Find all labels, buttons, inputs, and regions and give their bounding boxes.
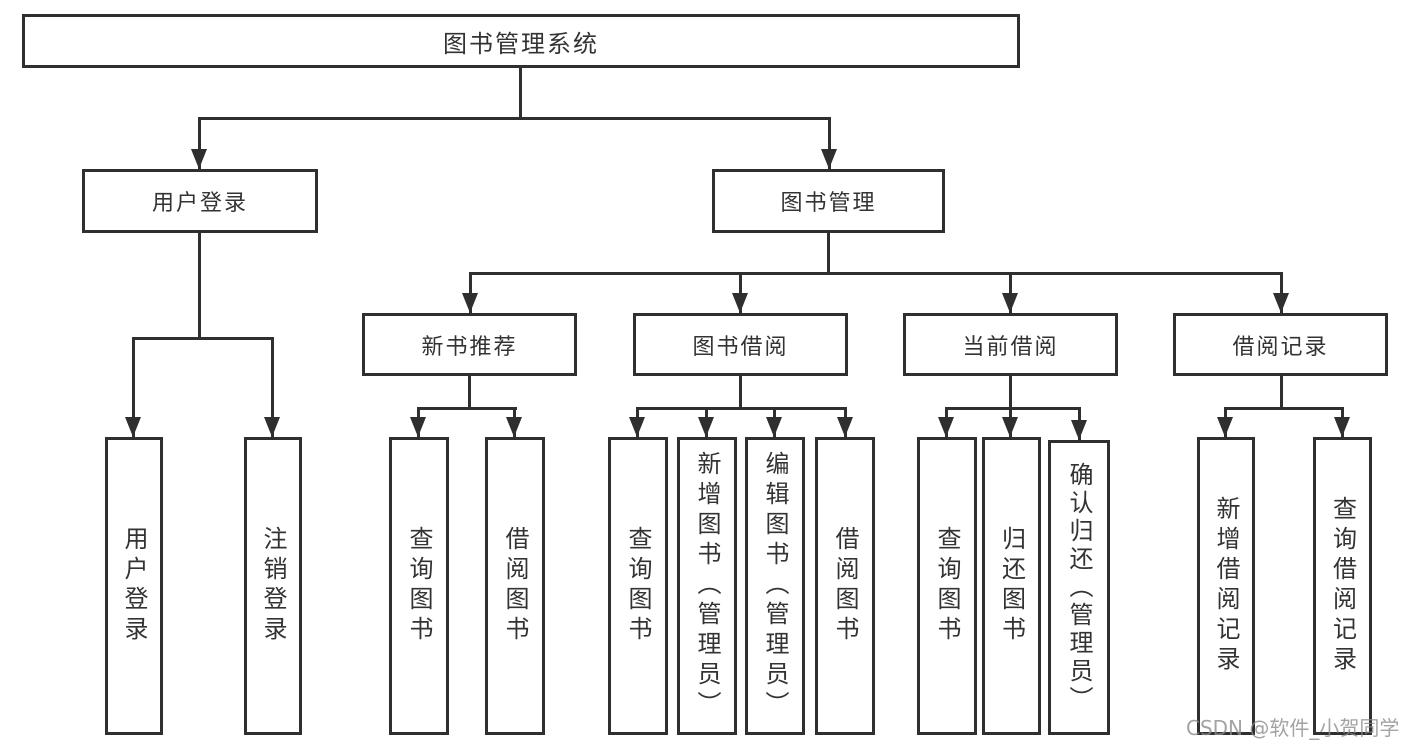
- connector-line: [132, 337, 274, 340]
- connector-line: [1009, 376, 1012, 407]
- node-cb-return: 归还图书: [982, 437, 1041, 735]
- node-login: 用户登录: [105, 437, 163, 735]
- node-borrow-records: 借阅记录: [1173, 313, 1388, 376]
- connector-line: [828, 117, 831, 169]
- connector-line: [198, 233, 201, 337]
- connector-line: [1280, 272, 1283, 313]
- arrowhead-down-icon: [837, 417, 853, 437]
- arrowhead-down-icon: [410, 417, 426, 437]
- node-nb-borrow: 借阅图书: [485, 437, 545, 735]
- connector-line: [519, 68, 522, 117]
- arrowhead-down-icon: [506, 417, 522, 437]
- node-current-borrow: 当前借阅: [903, 313, 1118, 376]
- node-new-books: 新书推荐: [362, 313, 577, 376]
- node-bb-query: 查询图书: [608, 437, 668, 735]
- csdn-watermark: CSDN @软件_小贺同学: [1186, 716, 1400, 740]
- connector-line: [417, 407, 517, 410]
- connector-line: [945, 407, 1081, 410]
- arrowhead-down-icon: [629, 417, 645, 437]
- arrowhead-down-icon: [1002, 417, 1018, 437]
- arrowhead-down-icon: [462, 293, 478, 313]
- node-br-add: 新增借阅记录: [1197, 437, 1255, 735]
- node-bb-add: 新增图书（管理员）: [677, 437, 737, 735]
- arrowhead-down-icon: [1273, 293, 1289, 313]
- arrowhead-down-icon: [264, 417, 280, 437]
- connector-line: [739, 376, 742, 407]
- node-cb-query: 查询图书: [917, 437, 977, 735]
- connector-line: [468, 376, 471, 407]
- connector-line: [1009, 272, 1012, 313]
- arrowhead-down-icon: [1334, 417, 1350, 437]
- node-book-borrow: 图书借阅: [633, 313, 848, 376]
- connector-line: [132, 337, 135, 437]
- connector-line: [198, 117, 201, 169]
- node-user-login: 用户登录: [82, 169, 318, 233]
- connector-line: [271, 337, 274, 437]
- connector-line: [1280, 376, 1283, 407]
- connector-line: [198, 117, 831, 120]
- arrowhead-down-icon: [732, 293, 748, 313]
- arrowhead-down-icon: [191, 149, 207, 169]
- node-cb-confirm: 确认归还（管理员）: [1048, 440, 1110, 735]
- arrowhead-down-icon: [938, 417, 954, 437]
- arrowhead-down-icon: [1071, 420, 1087, 440]
- arrowhead-down-icon: [698, 417, 714, 437]
- connector-line: [469, 272, 472, 313]
- node-bb-borrow: 借阅图书: [815, 437, 875, 735]
- node-logout: 注销登录: [244, 437, 302, 735]
- arrowhead-down-icon: [1217, 417, 1233, 437]
- node-br-query: 查询借阅记录: [1313, 437, 1372, 735]
- connector-line: [469, 272, 1283, 275]
- arrowhead-down-icon: [766, 417, 782, 437]
- connector-line: [1224, 407, 1344, 410]
- arrowhead-down-icon: [1002, 293, 1018, 313]
- node-book-mgmt: 图书管理: [712, 169, 945, 233]
- node-root: 图书管理系统: [22, 14, 1020, 68]
- connector-line: [827, 233, 830, 272]
- node-bb-edit: 编辑图书（管理员）: [745, 437, 805, 735]
- node-nb-query: 查询图书: [389, 437, 449, 735]
- arrowhead-down-icon: [125, 417, 141, 437]
- connector-line: [739, 272, 742, 313]
- arrowhead-down-icon: [821, 149, 837, 169]
- connector-line: [636, 407, 847, 410]
